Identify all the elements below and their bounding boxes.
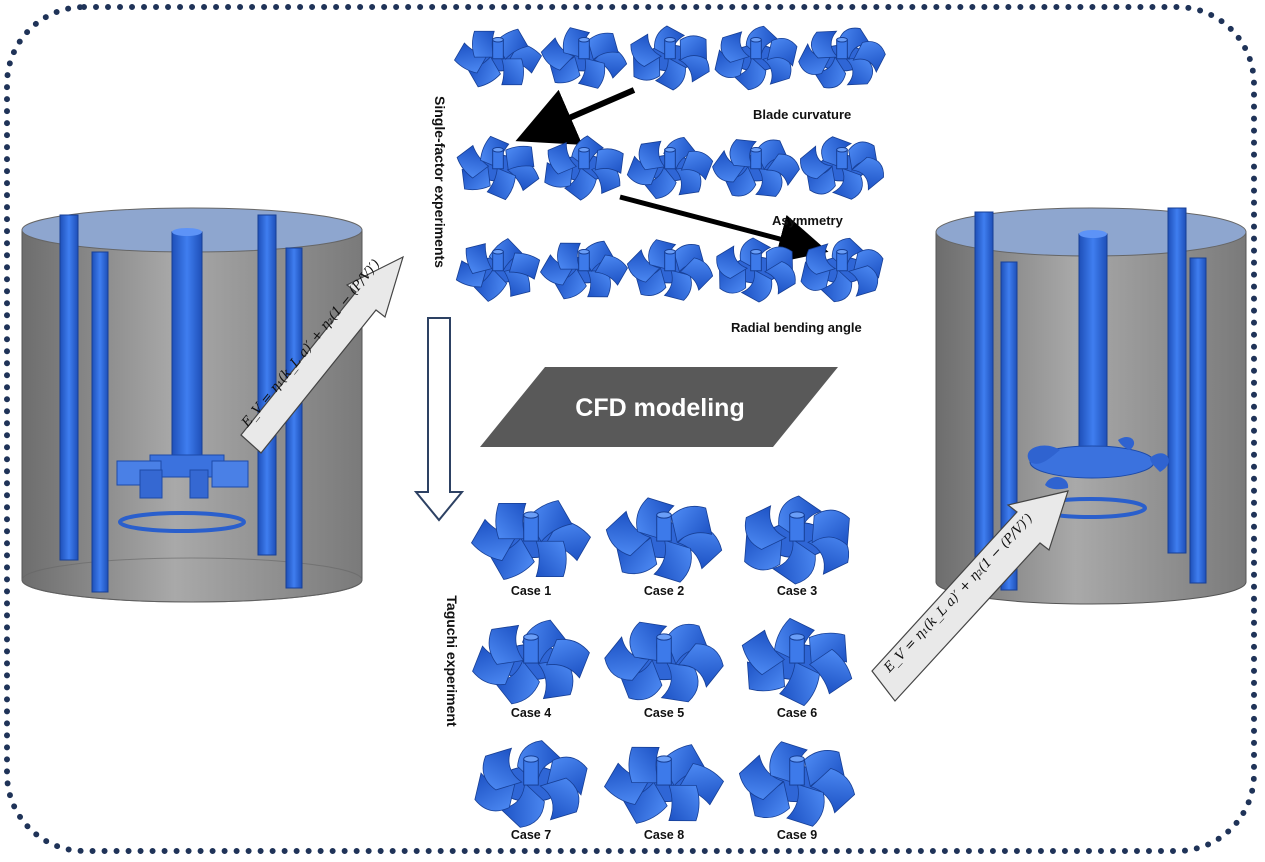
case-label-2: Case 2: [643, 584, 685, 598]
impeller-icon: [630, 25, 710, 91]
blade-curvature-label: Blade curvature: [753, 107, 852, 122]
down-arrow: [413, 317, 465, 522]
case-label-8: Case 8: [643, 828, 685, 842]
impeller-gallery: [454, 25, 886, 828]
cfd-modeling-label: CFD modeling: [575, 394, 745, 422]
right-tank: [935, 207, 1247, 605]
impeller-icon: [474, 740, 588, 828]
cfd-modeling-box: [480, 367, 838, 447]
case-label-1: Case 1: [510, 584, 552, 598]
impeller-icon: [744, 495, 850, 585]
impeller-icon: [741, 617, 853, 707]
single-factor-label: Single-factor experiments: [432, 96, 448, 268]
impeller-icon: [738, 741, 856, 827]
case-label-9: Case 9: [776, 828, 818, 842]
radial-bending-angle-label: Radial bending angle: [731, 320, 862, 335]
impeller-icon: [603, 744, 725, 824]
impeller-icon: [712, 139, 800, 197]
impeller-icon: [800, 237, 884, 303]
dotted-frame: [4, 4, 1257, 854]
impeller-icon: [605, 497, 723, 583]
impeller-icon: [716, 237, 796, 303]
impeller-icon: [454, 28, 542, 88]
asymmetry-label: Asymmetry: [772, 213, 843, 228]
taguchi-label: Taguchi experiment: [444, 595, 460, 727]
arrow-row1-to-row2: [515, 87, 636, 145]
left-tank: [21, 207, 363, 603]
case-label-5: Case 5: [643, 706, 685, 720]
case-label-7: Case 7: [510, 828, 552, 842]
case-label-3: Case 3: [776, 584, 818, 598]
impeller-icon: [798, 27, 886, 89]
right-formula-arrow: [871, 490, 1069, 702]
impeller-icon: [626, 239, 714, 301]
case-label-4: Case 4: [510, 706, 552, 720]
arrow-row2-to-row3: [619, 194, 829, 264]
impeller-icon: [714, 25, 798, 91]
impeller-icon: [470, 500, 592, 580]
impeller-icon: [472, 619, 590, 705]
impeller-icon: [540, 240, 628, 300]
impeller-icon: [626, 136, 714, 200]
impeller-icon: [604, 621, 724, 703]
impeller-icon: [455, 238, 541, 302]
impeller-icon: [456, 135, 540, 201]
impeller-icon: [540, 27, 628, 89]
impeller-icon: [544, 135, 624, 201]
left-formula-arrow: [240, 255, 404, 454]
impeller-icon: [800, 136, 884, 200]
case-label-6: Case 6: [776, 706, 818, 720]
